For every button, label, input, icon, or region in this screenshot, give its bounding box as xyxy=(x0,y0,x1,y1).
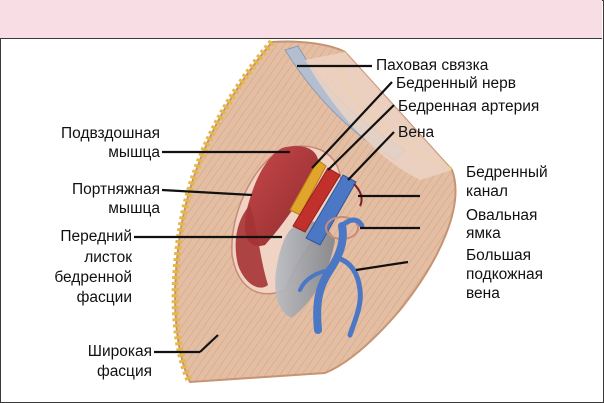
label-oval-fossa-line2: ямка xyxy=(466,224,501,243)
label-fascia-lata-line1: Широкая xyxy=(20,342,152,361)
label-femoral-canal-line1: Бедренный xyxy=(466,163,548,182)
label-femoral-canal-line2: канал xyxy=(466,182,508,201)
label-oval-fossa-line1: Овальная xyxy=(466,206,537,225)
label-iliopsoas-line2: мышца xyxy=(20,143,160,162)
label-sartorius-line1: Портняжная xyxy=(20,180,160,199)
label-great-saphenous-line1: Большая xyxy=(466,246,531,265)
label-femoral-artery: Бедренная артерия xyxy=(398,97,539,116)
label-iliopsoas-line1: Подвздошная xyxy=(20,124,160,143)
label-sartorius-line2: мышца xyxy=(20,199,160,218)
label-fascia-leaf-line4: фасции xyxy=(10,288,132,307)
label-great-saphenous-line2: подкожная xyxy=(466,265,543,284)
label-femoral-nerve: Бедренный нерв xyxy=(396,74,516,93)
label-fascia-leaf-line1: Передний xyxy=(10,227,132,246)
label-fascia-leaf-line2: листок xyxy=(10,248,132,267)
label-fascia-lata-line2: фасция xyxy=(20,362,152,381)
label-great-saphenous-line3: вена xyxy=(466,284,500,303)
label-vein: Вена xyxy=(398,123,434,142)
label-inguinal-ligament: Паховая связка xyxy=(376,56,488,75)
label-fascia-leaf-line3: бедренной xyxy=(10,268,132,287)
